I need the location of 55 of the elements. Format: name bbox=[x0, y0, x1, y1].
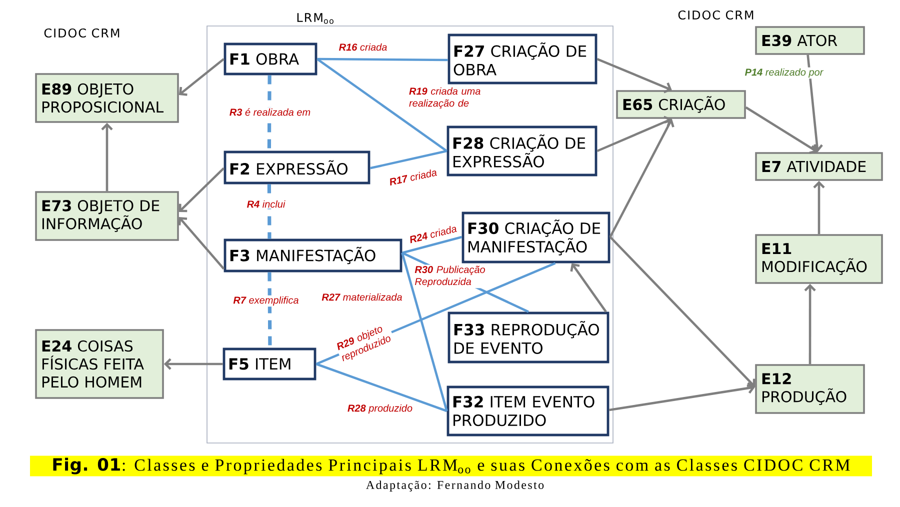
line bbox=[317, 58, 448, 62]
class-box: E11 MODIFICAÇÃO bbox=[755, 234, 883, 284]
class-box: E24 COISAS FÍSICAS FEITA PELO HOMEM bbox=[35, 329, 164, 399]
line bbox=[370, 150, 448, 170]
class-box: F1 OBRA bbox=[224, 42, 318, 76]
section-heading: CIDOC CRM bbox=[44, 28, 120, 38]
arrow bbox=[609, 236, 756, 388]
arrow bbox=[596, 58, 672, 94]
edge-label: R30 Publicação Reproduzida bbox=[414, 264, 488, 288]
edge-label: R24 criada bbox=[407, 223, 459, 245]
arrow bbox=[804, 284, 816, 364]
line bbox=[316, 362, 448, 412]
dashed-line bbox=[267, 75, 272, 151]
arrow bbox=[806, 54, 823, 152]
arrow bbox=[813, 180, 825, 234]
edge-label: R7 exemplifica bbox=[232, 295, 300, 307]
line bbox=[402, 236, 462, 254]
edge-label: R17 criada bbox=[387, 167, 439, 187]
line bbox=[401, 252, 448, 412]
arrow bbox=[178, 167, 225, 212]
dashed-line bbox=[268, 272, 272, 348]
section-heading: CIDOC CRM bbox=[678, 10, 754, 20]
caption: Fig. 01: Classes e Propriedades Principais LRM$_{oo}$ e suas Conexões com as Classes CIDOC CRM bbox=[30, 456, 872, 476]
class-box: E7 ATIVIDADE bbox=[755, 152, 883, 181]
arrow bbox=[178, 217, 225, 270]
class-box: F27 CRIAÇÃO DE OBRA bbox=[448, 34, 598, 84]
class-box: F32 ITEM EVENTO PRODUZIDO bbox=[446, 386, 610, 436]
arrow bbox=[596, 116, 672, 152]
class-box: E12 PRODUÇÃO bbox=[755, 364, 865, 414]
class-box: E65 CRIAÇÃO bbox=[616, 90, 746, 119]
class-box: F28 CRIAÇÃO DE EXPRESSÃO bbox=[446, 126, 598, 176]
edge-label: R19 criada uma realização de bbox=[408, 86, 482, 110]
arrow bbox=[609, 118, 674, 238]
credit-line: Adaptação: Fernando Modesto bbox=[366, 480, 544, 492]
edge-label: R4 inclui bbox=[246, 199, 286, 209]
group-title: LRM$_{oo}$ bbox=[297, 13, 334, 24]
edge-label: R28 produzido bbox=[346, 403, 414, 415]
class-box: F5 ITEM bbox=[222, 348, 316, 380]
edge-label: R3 é realizada em bbox=[228, 107, 312, 117]
class-box: F2 EXPRESSÃO bbox=[224, 150, 370, 184]
edge-label: P14 realizado por bbox=[744, 67, 824, 79]
arrow bbox=[609, 382, 756, 412]
class-box: E89 OBJETO PROPOSICIONAL bbox=[35, 73, 179, 123]
arrow bbox=[178, 58, 225, 96]
class-box: E39 ATOR bbox=[755, 26, 865, 55]
edge-label: R27 materializada bbox=[320, 292, 404, 302]
dashed-line bbox=[267, 184, 272, 239]
class-box: E73 OBJETO DE INFORMAÇÃO bbox=[35, 191, 179, 241]
class-box: F33 REPRODUÇÃO DE EVENTO bbox=[448, 312, 610, 364]
arrow bbox=[101, 122, 113, 192]
arrow bbox=[164, 358, 223, 370]
edge-label: R16 criada bbox=[338, 42, 388, 52]
arrow bbox=[745, 106, 818, 154]
line bbox=[316, 58, 448, 152]
class-box: F3 MANIFESTAÇÃO bbox=[224, 238, 402, 272]
